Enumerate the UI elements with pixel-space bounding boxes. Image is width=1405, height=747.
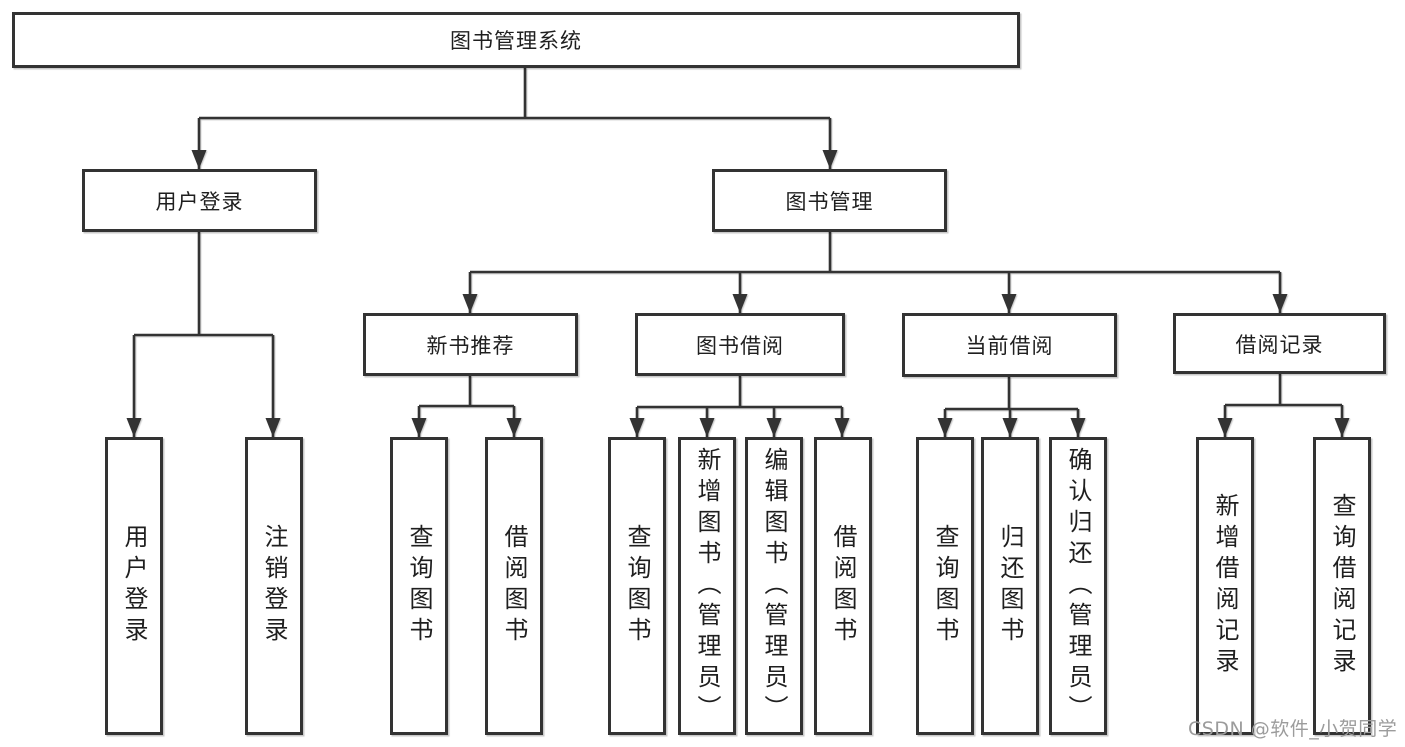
arrowhead-icon	[411, 418, 427, 437]
edge-borrow-records-to-leaves	[1223, 374, 1344, 437]
edge-book-borrow-to-leaves	[635, 376, 844, 437]
arrowhead-icon	[629, 418, 645, 437]
edge-user-login-to-leaves	[132, 232, 275, 437]
arrowhead-icon	[1001, 294, 1017, 313]
node-label: 图书管理系统	[450, 29, 582, 53]
node-book-borrow: 图书借阅	[635, 313, 845, 376]
leaf-records-add-record: 新增借阅记录	[1196, 437, 1254, 735]
leaf-current-confirm-return-admin: 确认归还（管理员）	[1049, 437, 1107, 735]
arrowhead-icon	[1002, 418, 1018, 437]
leaf-current-query-books: 查询图书	[916, 437, 974, 735]
node-label: 用户登录	[155, 189, 244, 214]
edge-new-book-to-leaves	[417, 376, 516, 437]
node-label: 查询借阅记录	[1328, 493, 1356, 679]
node-label: 借阅图书	[829, 524, 857, 648]
node-borrow-records: 借阅记录	[1173, 313, 1386, 374]
leaf-borrow-borrow-books: 借阅图书	[814, 437, 872, 735]
node-label: 图书借阅	[696, 333, 784, 358]
node-label: 查询图书	[623, 524, 651, 648]
node-label: 编辑图书（管理员）	[760, 446, 788, 726]
node-label: 归还图书	[996, 524, 1024, 648]
leaf-borrow-edit-books-admin: 编辑图书（管理员）	[745, 437, 803, 735]
leaf-current-return-books: 归还图书	[981, 437, 1039, 735]
node-user-login: 用户登录	[82, 169, 317, 232]
arrowhead-icon	[822, 150, 838, 169]
leaf-logout: 注销登录	[245, 437, 303, 735]
csdn-watermark: CSDN @软件_小贺同学	[1188, 718, 1398, 740]
node-label: 当前借阅	[965, 334, 1054, 358]
node-root-system: 图书管理系统	[12, 12, 1020, 68]
node-book-management: 图书管理	[712, 169, 947, 232]
edge-root-to-level2	[197, 68, 832, 169]
tree-edges	[132, 68, 1344, 437]
arrowhead-icon	[699, 418, 715, 437]
arrowhead-icon	[191, 150, 207, 169]
node-label: 新增借阅记录	[1211, 493, 1239, 679]
node-label: 借阅记录	[1235, 332, 1324, 357]
leaf-recommend-query-books: 查询图书	[390, 437, 448, 735]
node-label: 确认归还（管理员）	[1064, 446, 1092, 726]
arrowhead-icon	[506, 418, 522, 437]
leaf-user-login: 用户登录	[105, 437, 163, 735]
leaf-recommend-borrow-books: 借阅图书	[485, 437, 543, 735]
arrowhead-icon	[126, 418, 142, 437]
leaf-borrow-query-books: 查询图书	[608, 437, 666, 735]
arrowhead-icon	[834, 418, 850, 437]
node-label: 新增图书（管理员）	[693, 446, 721, 726]
node-label: 注销登录	[260, 524, 288, 648]
edge-book-mgmt-to-level3	[468, 232, 1282, 313]
edge-current-borrow-to-leaves	[943, 377, 1080, 437]
node-label: 查询图书	[931, 524, 959, 648]
node-label: 图书管理	[785, 189, 874, 214]
node-label: 查询图书	[405, 524, 433, 648]
node-label: 用户登录	[120, 524, 148, 648]
arrowhead-icon	[1217, 418, 1233, 437]
node-new-book-recommend: 新书推荐	[363, 313, 578, 376]
arrowhead-icon	[732, 294, 748, 313]
leaf-borrow-add-books-admin: 新增图书（管理员）	[678, 437, 736, 735]
arrowhead-icon	[1334, 418, 1350, 437]
arrowhead-icon	[265, 418, 281, 437]
arrowhead-icon	[937, 418, 953, 437]
arrowhead-icon	[1070, 418, 1086, 437]
node-current-borrow: 当前借阅	[902, 313, 1117, 377]
node-label: 新书推荐	[426, 333, 515, 358]
arrowhead-icon	[462, 294, 478, 313]
leaf-records-query-record: 查询借阅记录	[1313, 437, 1371, 735]
arrowhead-icon	[766, 418, 782, 437]
node-label: 借阅图书	[500, 524, 528, 648]
arrowhead-icon	[1272, 294, 1288, 313]
